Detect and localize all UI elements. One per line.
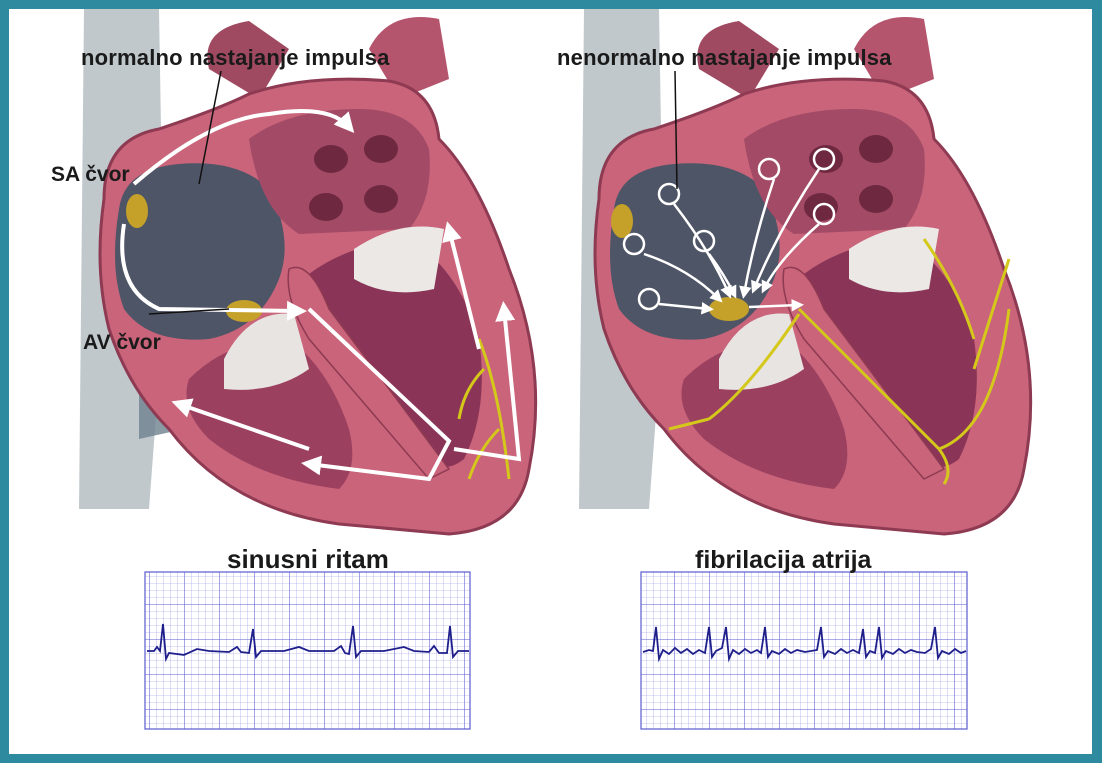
- heart-fibrillation: [579, 9, 1031, 534]
- ecg-strip-afib: [641, 572, 967, 729]
- title-abnormal-impulse: nenormalno nastajanje impulsa: [557, 45, 892, 71]
- label-sa-node: SA čvor: [51, 163, 130, 187]
- title-normal-impulse: normalno nastajanje impulsa: [81, 45, 390, 71]
- heart-normal: [79, 9, 536, 534]
- heart-diagram: [9, 9, 1092, 754]
- ecg-title-sinus: sinusni ritam: [227, 544, 389, 575]
- ecg-title-afib: fibrilacija atrija: [695, 546, 871, 575]
- label-av-node: AV čvor: [83, 331, 161, 355]
- ecg-strip-sinus: [145, 572, 470, 729]
